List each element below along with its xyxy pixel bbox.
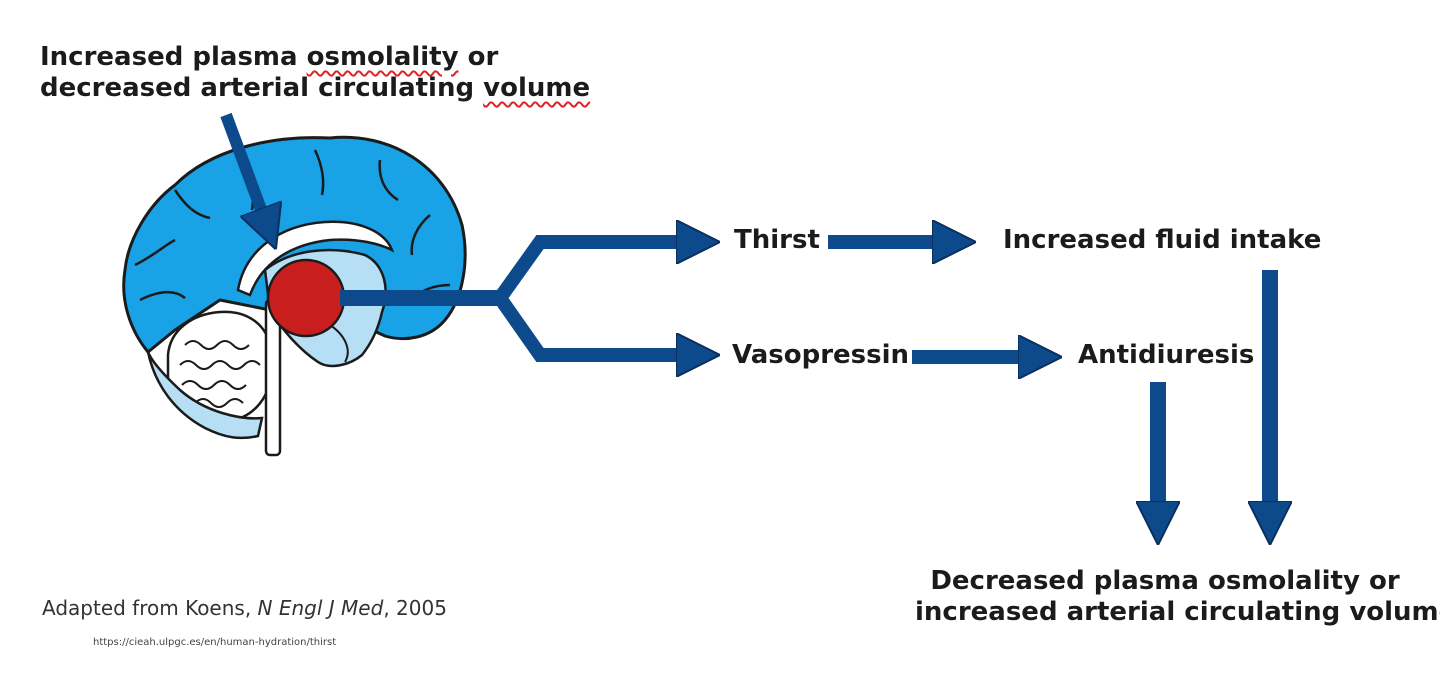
source-url: https://cieah.ulpgc.es/en/human-hydratio…: [93, 637, 337, 648]
brainstem-base: [146, 351, 264, 440]
annotated-word-osmolality: osmolality: [306, 42, 459, 72]
result-condition-text: Decreased plasma osmolality or increased…: [915, 566, 1440, 628]
brain-fold: [313, 149, 325, 196]
node-fluid-intake: Increased fluid intake: [1003, 225, 1322, 255]
trigger-text-segment: decreased arterial circulating: [40, 73, 484, 104]
brain-fold: [173, 189, 211, 220]
arrows: [220, 112, 1270, 505]
cerebellum-folia: [181, 380, 247, 390]
brain-fold: [410, 214, 431, 256]
annotated-word-volume: volume: [483, 73, 591, 104]
node-thirst: Thirst: [734, 225, 820, 255]
trigger-condition-text: Increased plasma osmolality or decreased…: [40, 42, 590, 104]
cerebellum-folia: [194, 398, 244, 408]
trigger-text-segment: or: [458, 42, 499, 72]
brain-fold: [134, 238, 176, 267]
citation: Adapted from Koens, N Engl J Med, 2005: [42, 596, 447, 620]
citation-journal: N Engl J Med: [257, 596, 384, 620]
branch-to-thirst-arrow: [494, 242, 680, 303]
brain-fold: [329, 324, 349, 363]
branch-to-vasopressin-arrow: [494, 293, 680, 355]
brain-fold: [139, 291, 186, 302]
brain-illustration: [122, 135, 467, 457]
trigger-line-1: Increased plasma osmolality or: [40, 42, 590, 73]
citation-prefix: Adapted from Koens,: [42, 596, 258, 620]
trigger-arrow: [220, 112, 262, 212]
node-vasopressin: Vasopressin: [732, 340, 910, 370]
result-line-2: increased arterial circulating volume: [915, 597, 1440, 628]
cerebellum-folia: [179, 360, 261, 370]
trigger-line-2: decreased arterial circulating volume: [40, 73, 590, 104]
hypothalamus: [266, 258, 346, 338]
brain-fold: [378, 159, 399, 202]
trigger-text-segment: Increased plasma: [40, 42, 307, 72]
citation-suffix: , 2005: [383, 596, 447, 620]
node-antidiuresis: Antidiuresis: [1078, 340, 1255, 370]
cerebellum-folia: [184, 340, 250, 350]
result-line-1: Decreased plasma osmolality or: [930, 566, 1400, 596]
